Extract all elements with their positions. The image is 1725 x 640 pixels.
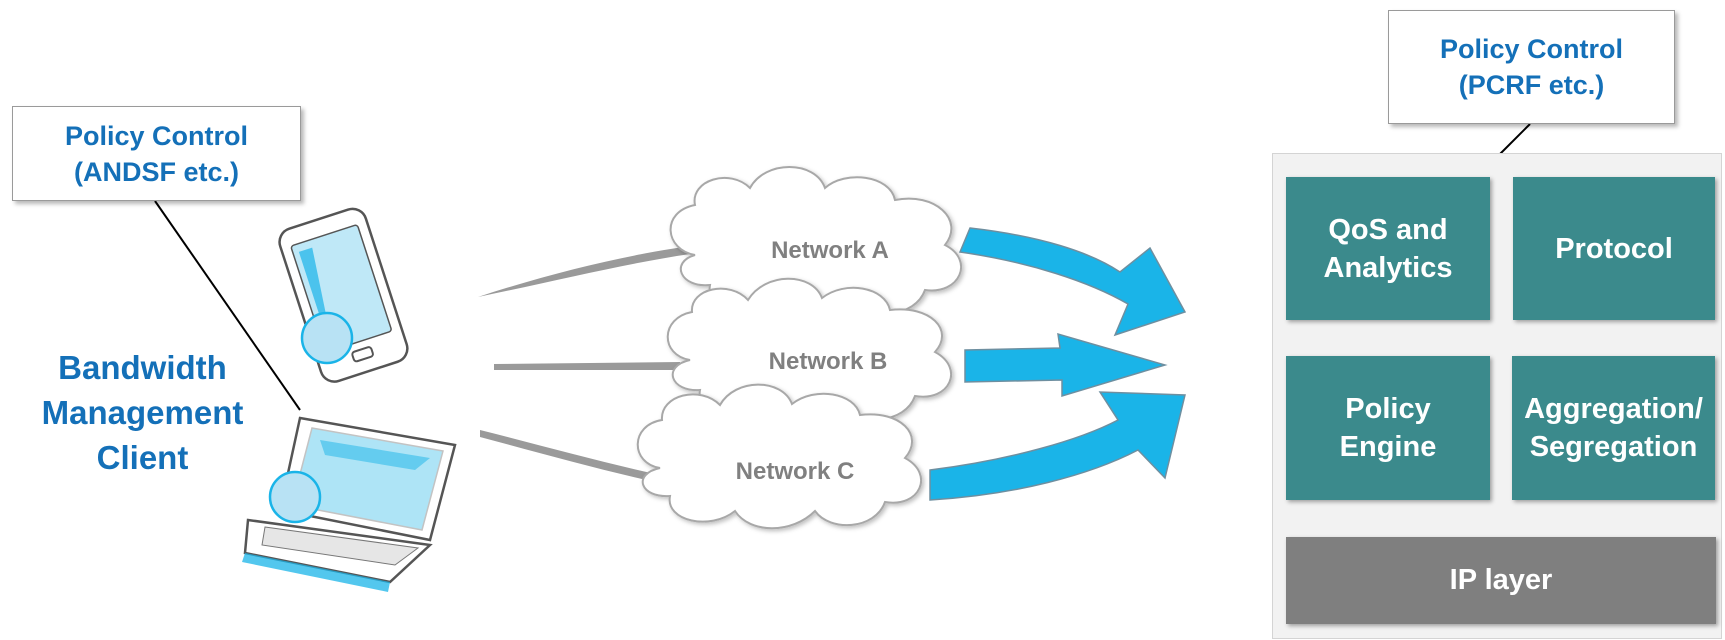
client-policy-subtitle: (ANDSF etc.) [73, 156, 239, 187]
tile-protocol-line1: Protocol [1555, 232, 1673, 265]
tile-policy-engine: Policy Engine [1286, 356, 1490, 500]
arrow-c-head [929, 391, 1186, 501]
arrow-c-tail [480, 430, 660, 483]
arrow-b-tail [494, 362, 680, 370]
tile-qos-analytics: QoS and Analytics [1286, 177, 1490, 320]
tile-aggregation-line2: Segregation [1529, 431, 1698, 463]
ip-layer-bar: IP layer [1286, 537, 1716, 624]
tile-qos-line1: QoS and [1328, 213, 1448, 246]
cloud-network-c [636, 383, 923, 530]
arrow-a-head [958, 227, 1187, 337]
tile-protocol: Protocol [1513, 177, 1715, 320]
client-policy-connector [154, 200, 301, 411]
tile-aggregation-segregation: Aggregation/ Segregation [1512, 356, 1715, 500]
ip-layer-label: IP layer [1449, 564, 1553, 596]
laptop-icon [242, 416, 457, 592]
network-a-label: Network A [771, 237, 889, 264]
client-policy-control-box: Policy Control (ANDSF etc.) [12, 106, 301, 201]
arrow-a-tail [478, 244, 705, 297]
client-label-line2: Management [41, 394, 244, 431]
bandwidth-client-label: Bandwidth Management Client [40, 345, 245, 480]
client-label-line1: Bandwidth [58, 349, 227, 386]
tile-aggregation-line1: Aggregation/ [1524, 393, 1703, 425]
client-policy-title: Policy Control [64, 120, 248, 151]
client-label-line3: Client [96, 439, 189, 476]
network-c-label: Network C [736, 458, 855, 485]
phone-client-badge-icon [300, 311, 354, 365]
tile-qos-line2: Analytics [1323, 251, 1453, 284]
server-policy-subtitle: (PCRF etc.) [1458, 70, 1605, 100]
laptop-client-badge-icon [268, 470, 322, 524]
server-policy-connector [1499, 123, 1531, 155]
arrow-b-head [964, 332, 1168, 398]
tile-policy-line2: Engine [1339, 431, 1437, 463]
network-b-label: Network B [769, 348, 888, 375]
tile-policy-line1: Policy [1345, 393, 1431, 425]
server-policy-title: Policy Control [1439, 34, 1623, 64]
server-policy-control-box: Policy Control (PCRF etc.) [1388, 10, 1675, 124]
